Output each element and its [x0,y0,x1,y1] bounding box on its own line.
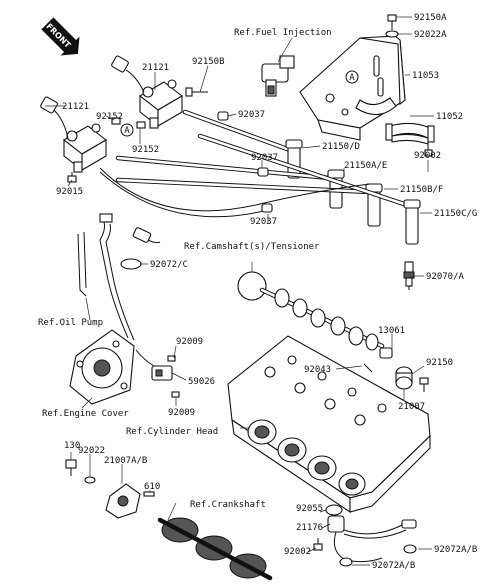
ignition-coil-21121-rear [139,79,183,129]
svg-text:A: A [124,126,130,136]
ref-fuel-injection: Ref.Fuel Injection [234,28,332,38]
label-21176: 21176 [296,523,323,533]
spark-plug-92070A [403,261,415,290]
label-92043: 92043 [304,365,331,375]
bolt-130 [65,459,77,476]
pin-92043 [363,363,373,373]
bolt-92009-b [171,391,180,398]
clamp-92037-b [257,167,269,177]
rotor-21007AB [105,483,141,519]
leader-fuel-injection [277,37,293,63]
label-92037-c: 92037 [250,217,277,227]
bolt-92015 [67,172,77,183]
key-610 [143,491,155,497]
label-21007AB: 21007A/B [104,456,147,466]
label-92009-b: 92009 [168,408,195,418]
wire-harness [99,167,371,212]
cylinder-head [227,335,431,514]
label-92150: 92150 [426,358,453,368]
label-92022: 92022 [78,446,105,456]
sensor-59026 [135,349,173,381]
label-130: 130 [64,441,80,451]
label-92152-a: 92152 [96,112,123,122]
label-21121-rear: 21121 [142,63,169,73]
label-92022A: 92022A [414,30,447,40]
label-92150A: 92150A [414,13,447,23]
label-92072AB-a: 92072A/B [434,545,477,555]
label-92072AB-b: 92072A/B [372,561,415,571]
ref-engine-cover: Ref.Engine Cover [42,409,129,419]
leader-lines [45,16,434,566]
label-92150B: 92150B [192,57,225,67]
sensor-21176 [327,515,417,563]
reference-marker-a-right: A [345,70,359,84]
engine-cover [69,329,135,405]
ref-cylinder-head: Ref.Cylinder Head [126,427,218,437]
reference-labels: Ref.Fuel Injection Ref.Camshaft(s)/Tensi… [38,28,332,510]
coil-connector-front [40,96,69,139]
plug-lead-4 [197,133,421,245]
label-92072C: 92072/C [150,260,188,270]
sensor-21007 [395,366,413,390]
ref-camshaft-tensioner: Ref.Camshaft(s)/Tensioner [184,242,320,252]
label-21150CG: 21150C/G [434,209,477,219]
clamp-92037-c [261,203,273,213]
wire-harness-b [99,171,269,218]
plug-lead-1 [182,109,303,179]
label-92037-a: 92037 [238,110,265,120]
crankshaft [157,517,273,581]
clamp-11052 [385,122,435,145]
label-92002-upper: 92002 [414,151,441,161]
clamp-92072AB-a [403,544,417,554]
label-92152-b: 92152 [132,145,159,155]
label-92002-lower: 92002 [284,547,311,557]
ref-oil-pump: Ref.Oil Pump [38,318,103,328]
label-21150BF: 21150B/F [400,185,443,195]
label-21007: 21007 [398,402,425,412]
clamp-92072C [120,258,142,270]
svg-text:A: A [349,73,355,83]
label-21121-front: 21121 [62,102,89,112]
clamp-92072AB-b [339,557,353,567]
label-92055: 92055 [296,504,323,514]
ignition-coil-21121-front [63,123,107,173]
label-11052: 11052 [436,112,463,122]
label-610: 610 [144,482,160,492]
bolt-92150 [419,377,429,392]
ref-crankshaft: Ref.Crankshaft [190,500,266,510]
part-labels: 92150A 92022A 11053 11052 21121 21121 92… [56,13,477,571]
clamp-92037-a [217,111,229,121]
oil-pump-line [77,213,135,341]
part-13061 [379,347,393,359]
sensor-connector [132,227,161,244]
front-direction-badge: FRONT [41,17,80,56]
camshaft [237,271,385,351]
label-92037-b: 92037 [251,153,278,163]
bolt-92150B [185,87,208,97]
oring-92055 [325,504,343,516]
label-21150AE: 21150A/E [344,161,387,171]
bolt-92152-b [136,121,146,129]
label-13061: 13061 [378,326,405,336]
bolt-92002-lower [313,538,323,551]
leader-engine-cover [81,397,93,409]
bolt-92152-a [111,117,121,125]
leader-oil-pump [85,297,91,321]
bolt-92009-a [167,355,176,362]
coil-connector-rear [111,55,145,93]
bolt-92002-upper [424,144,433,157]
washer-92022 [84,476,96,484]
reference-marker-a-left: A [120,123,134,137]
label-21150D: 21150/D [322,142,360,152]
label-11053: 11053 [412,71,439,81]
label-92015: 92015 [56,187,83,197]
label-92070A: 92070/A [426,272,465,282]
fuel-injection-connector [261,55,295,97]
bolt-92150A [387,14,397,30]
label-59026: 59026 [188,377,215,387]
washer-92022A [385,30,399,38]
label-92009-a: 92009 [176,337,203,347]
